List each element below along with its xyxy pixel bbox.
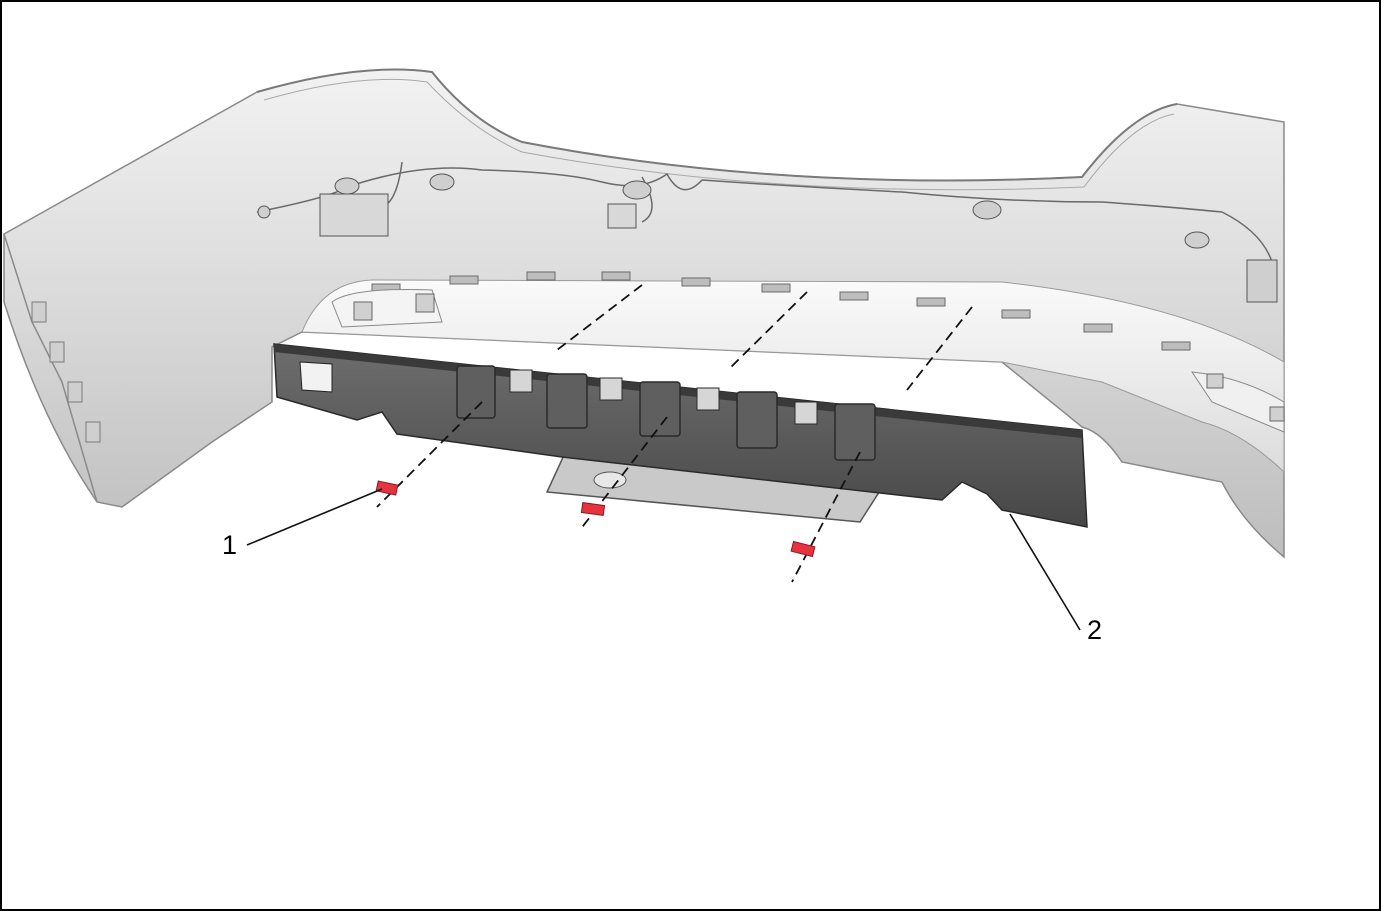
- callout-leaders: [246, 488, 1081, 631]
- callout-1-label: 1: [222, 530, 238, 560]
- adhesive-tape-pad-icon: [375, 480, 816, 558]
- callout-2-label: 2: [1087, 615, 1103, 645]
- reinforcement-bracket-icon: [273, 343, 1088, 528]
- bumper-fascia-icon: [3, 68, 1285, 559]
